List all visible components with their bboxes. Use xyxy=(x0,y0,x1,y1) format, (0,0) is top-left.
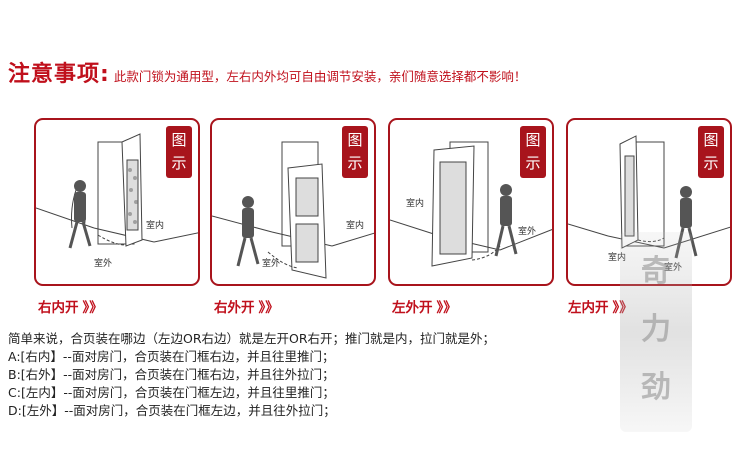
caption-arrows: 》》 xyxy=(613,300,633,316)
caption-arrows: 》》 xyxy=(82,300,103,316)
door-illustration xyxy=(568,135,730,259)
badge-char-bottom: 示 xyxy=(525,154,541,172)
caption-text: 左外开 xyxy=(392,300,433,316)
caption-right-inward: 右内开》》 xyxy=(38,296,103,316)
caption-left-outward: 左外开》》 xyxy=(392,296,457,316)
room-out-label: 室外 xyxy=(94,259,113,269)
instruction-item-b: B:[右外】--面对房门，合页装在门框右边，并且往外拉门； xyxy=(8,367,335,382)
instructions-block: 简单来说，合页装在哪边（左边OR右边）就是左开OR右开；推门就是内，拉门就是外；… xyxy=(8,330,628,420)
watermark-char: 力 xyxy=(641,312,671,347)
room-out-label: 室外 xyxy=(262,259,281,269)
diagram-panel-right-inward: 图 示 室内 室外 xyxy=(34,118,200,286)
door-illustration xyxy=(390,141,552,267)
badge-char-top: 图 xyxy=(703,131,719,149)
room-out-label: 室外 xyxy=(518,227,537,237)
notice-title: 注意事项: xyxy=(8,62,110,87)
instruction-item-d: D:[左外】--面对房门，合页装在门框左边，并且往外拉门； xyxy=(8,403,336,418)
watermark-char: 劲 xyxy=(641,370,671,405)
badge-char-bottom: 示 xyxy=(703,154,719,172)
diagram-panel-left-inward: 图 示 室内 室外 xyxy=(566,118,732,286)
caption-right-outward: 右外开》》 xyxy=(214,296,279,316)
diagram-badge: 图 示 xyxy=(698,126,724,178)
badge-char-top: 图 xyxy=(171,131,187,149)
instruction-summary: 简单来说，合页装在哪边（左边OR右边）就是左开OR右开；推门就是内，拉门就是外； xyxy=(8,331,496,346)
caption-text: 左内开 xyxy=(568,300,609,316)
door-illustration xyxy=(212,141,374,279)
caption-text: 右内开 xyxy=(38,300,79,316)
badge-char-top: 图 xyxy=(347,131,363,149)
badge-char-top: 图 xyxy=(525,131,541,149)
room-in-label: 室内 xyxy=(146,221,165,231)
room-in-label: 室内 xyxy=(346,221,365,231)
badge-char-bottom: 示 xyxy=(347,154,363,172)
instruction-item-c: C:[左内】--面对房门，合页装在门框左边，并且往里推门； xyxy=(8,385,335,400)
notice-description: 此款门锁为通用型，左右内外均可自由调节安装，亲们随意选择都不影响！ xyxy=(113,69,527,84)
caption-arrows: 》》 xyxy=(258,300,279,316)
caption-left-inward: 左内开》》 xyxy=(568,296,633,316)
diagram-panel-left-outward: 图 示 室内 室外 xyxy=(388,118,554,286)
diagram-badge: 图 示 xyxy=(520,126,546,178)
watermark-char: 奇 xyxy=(641,254,671,289)
diagram-panel-right-outward: 图 示 室内 室外 xyxy=(210,118,376,286)
diagram-badge: 图 示 xyxy=(342,126,368,178)
instruction-item-a: A:[右内】--面对房门，合页装在门框右边，并且往里推门； xyxy=(8,349,335,364)
room-in-label: 室内 xyxy=(608,253,627,263)
diagram-badge: 图 示 xyxy=(166,126,192,178)
notice-header: 注意事项: 此款门锁为通用型，左右内外均可自由调节安装，亲们随意选择都不影响！ xyxy=(8,56,527,87)
badge-char-bottom: 示 xyxy=(171,154,187,172)
room-out-label: 室外 xyxy=(664,260,682,273)
caption-text: 右外开 xyxy=(214,300,255,316)
room-in-label: 室内 xyxy=(406,199,425,209)
caption-arrows: 》》 xyxy=(436,300,457,316)
door-illustration xyxy=(36,133,198,249)
watermark-seal: 奇 力 劲 xyxy=(620,232,692,432)
